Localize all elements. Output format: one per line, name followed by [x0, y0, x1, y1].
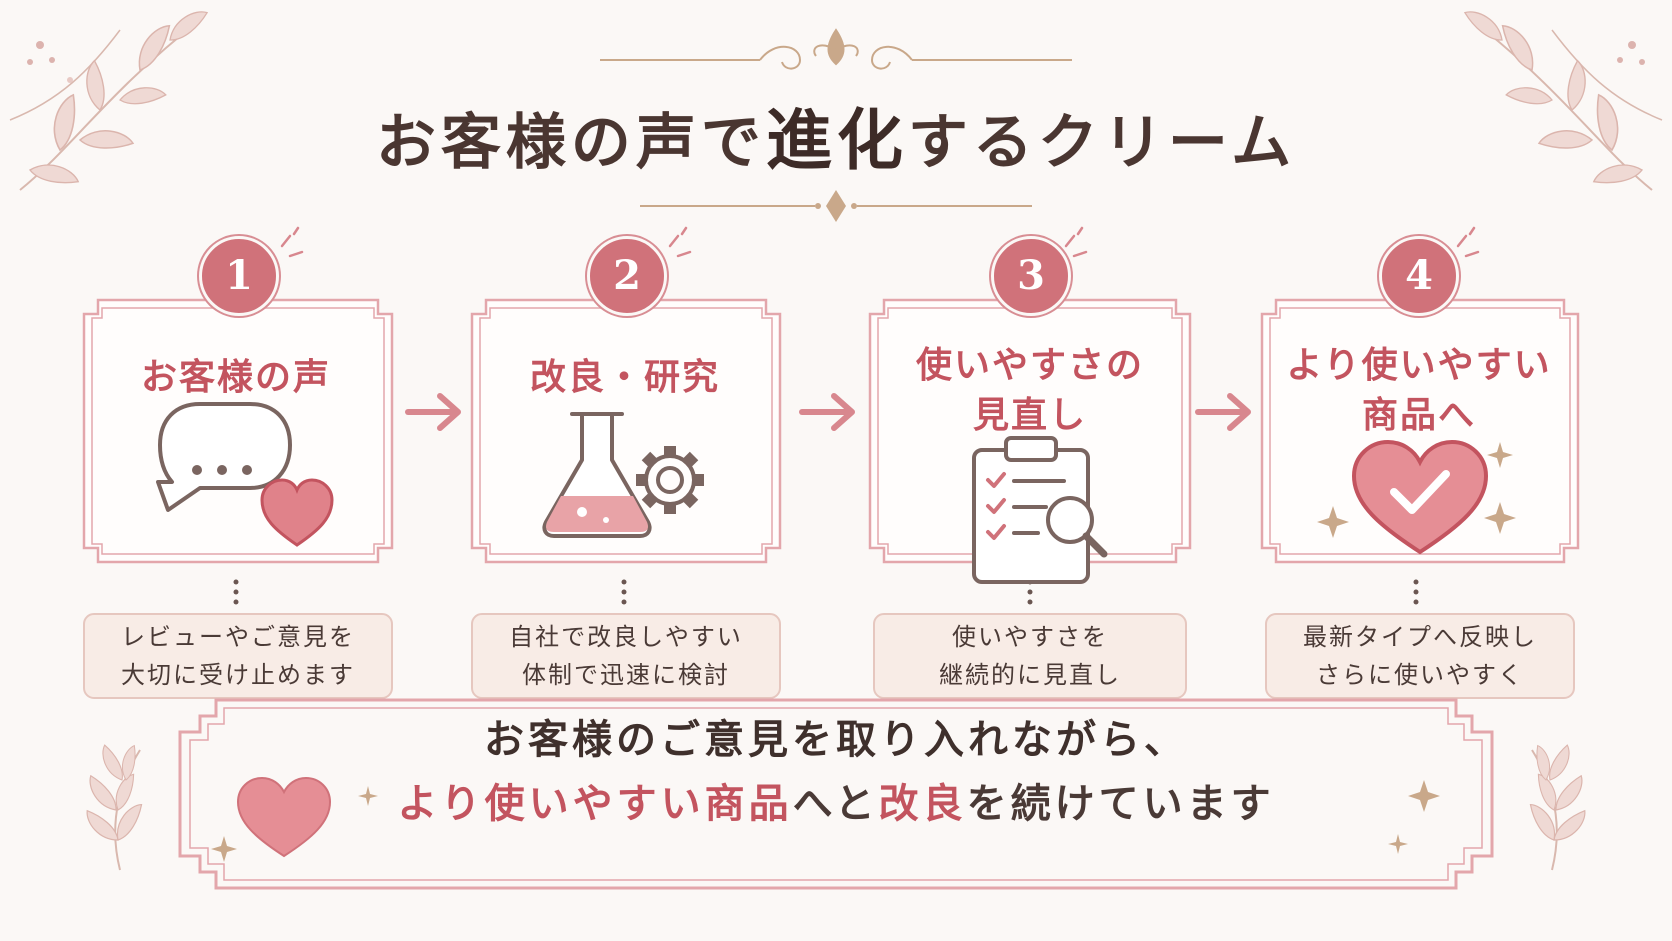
- step-2-card-inner-frame: [479, 307, 773, 555]
- step-3-note-line-1: 使いやすさを: [952, 623, 1108, 651]
- banner-highlight-1: より使いやすい商品: [397, 780, 793, 827]
- bottom-banner-frame: [178, 698, 1494, 890]
- step-4-card-inner-frame: [1269, 307, 1571, 555]
- step-1-title: お客様の声: [84, 352, 388, 402]
- step-4-number: 4: [1379, 236, 1459, 316]
- banner-text-mid: へと: [792, 780, 879, 827]
- banner-right-foliage: [1521, 742, 1589, 871]
- note-boxes: [83, 613, 1575, 699]
- step-3-title-line-2: 見直し: [972, 394, 1087, 436]
- step-4-title: より使いやすい 商品へ: [1266, 340, 1572, 440]
- step-1-title-line-1: お客様の声: [140, 356, 331, 398]
- title-top-ornament: [600, 28, 1072, 70]
- step-2-note: 自社で改良しやすい 体制で迅速に検討: [472, 618, 780, 694]
- step-cards: [82, 298, 1580, 564]
- page-title: お客様の声で進化するクリーム: [0, 98, 1672, 185]
- step-2-title-line-1: 改良・研究: [529, 356, 720, 398]
- step-4-card-frame: [1260, 298, 1580, 564]
- step-4-note: 最新タイプへ反映し さらに使いやすく: [1266, 618, 1574, 694]
- banner-line-1: お客様のご意見を取り入れながら、: [484, 716, 1188, 763]
- banner-sparkles: [211, 780, 1440, 862]
- top-left-foliage: [9, 8, 213, 197]
- step-2-card-frame: [470, 298, 782, 564]
- step-3-note-line-2: 継続的に見直し: [939, 661, 1121, 689]
- step-3-card-inner-frame: [877, 307, 1183, 555]
- step-1-card-inner-frame: [91, 307, 385, 555]
- step-3-note: 使いやすさを 継続的に見直し: [874, 618, 1186, 694]
- step-1-number: 1: [199, 236, 279, 316]
- arrow-1-2: [405, 393, 461, 431]
- banner-line-2: より使いやすい商品へと改良を続けています: [200, 776, 1472, 832]
- step-4-title-line-2: 商品へ: [1361, 394, 1476, 436]
- arrow-2-3: [799, 393, 855, 431]
- step-4-note-line-2: さらに使いやすく: [1316, 661, 1524, 689]
- banner-heart-icon: [236, 776, 332, 858]
- banner-highlight-2: 改良: [878, 780, 967, 827]
- step-2-note-line-1: 自社で改良しやすい: [509, 623, 743, 651]
- step-4-note-line-1: 最新タイプへ反映し: [1303, 623, 1537, 651]
- step-1-note-line-1: レビューやご意見を: [121, 623, 355, 651]
- step-1-note-line-2: 大切に受け止めます: [121, 661, 355, 689]
- title-accent: 進化: [765, 101, 908, 179]
- top-right-foliage: [1459, 8, 1663, 197]
- arrow-3-4: [1195, 393, 1251, 431]
- banner-text-end: を続けています: [966, 780, 1275, 827]
- step-2-title: 改良・研究: [472, 352, 778, 402]
- step-2-note-line-2: 体制で迅速に検討: [522, 661, 730, 689]
- number-sparkles: [280, 226, 1480, 258]
- dotted-connectors: [233, 579, 1419, 605]
- clipboard-magnifier-icon: [972, 436, 1108, 584]
- step-2-number: 2: [587, 236, 667, 316]
- step-3-title-line-1: 使いやすさの: [915, 344, 1144, 386]
- step-4-title-line-1: より使いやすい: [1286, 344, 1552, 386]
- banner-left-foliage: [83, 742, 151, 871]
- step-3-title: 使いやすさの 見直し: [874, 340, 1186, 440]
- step-3-number: 3: [991, 236, 1071, 316]
- step-1-note: レビューやご意見を 大切に受け止めます: [84, 618, 392, 694]
- title-bottom-ornament: [640, 190, 1032, 222]
- title-part-1: お客様の声で: [375, 108, 766, 178]
- step-3-card-frame: [868, 298, 1192, 564]
- speech-bubble-heart-icon: [156, 402, 334, 547]
- title-part-3: するクリーム: [907, 108, 1297, 178]
- heart-check-icon: [1317, 439, 1516, 555]
